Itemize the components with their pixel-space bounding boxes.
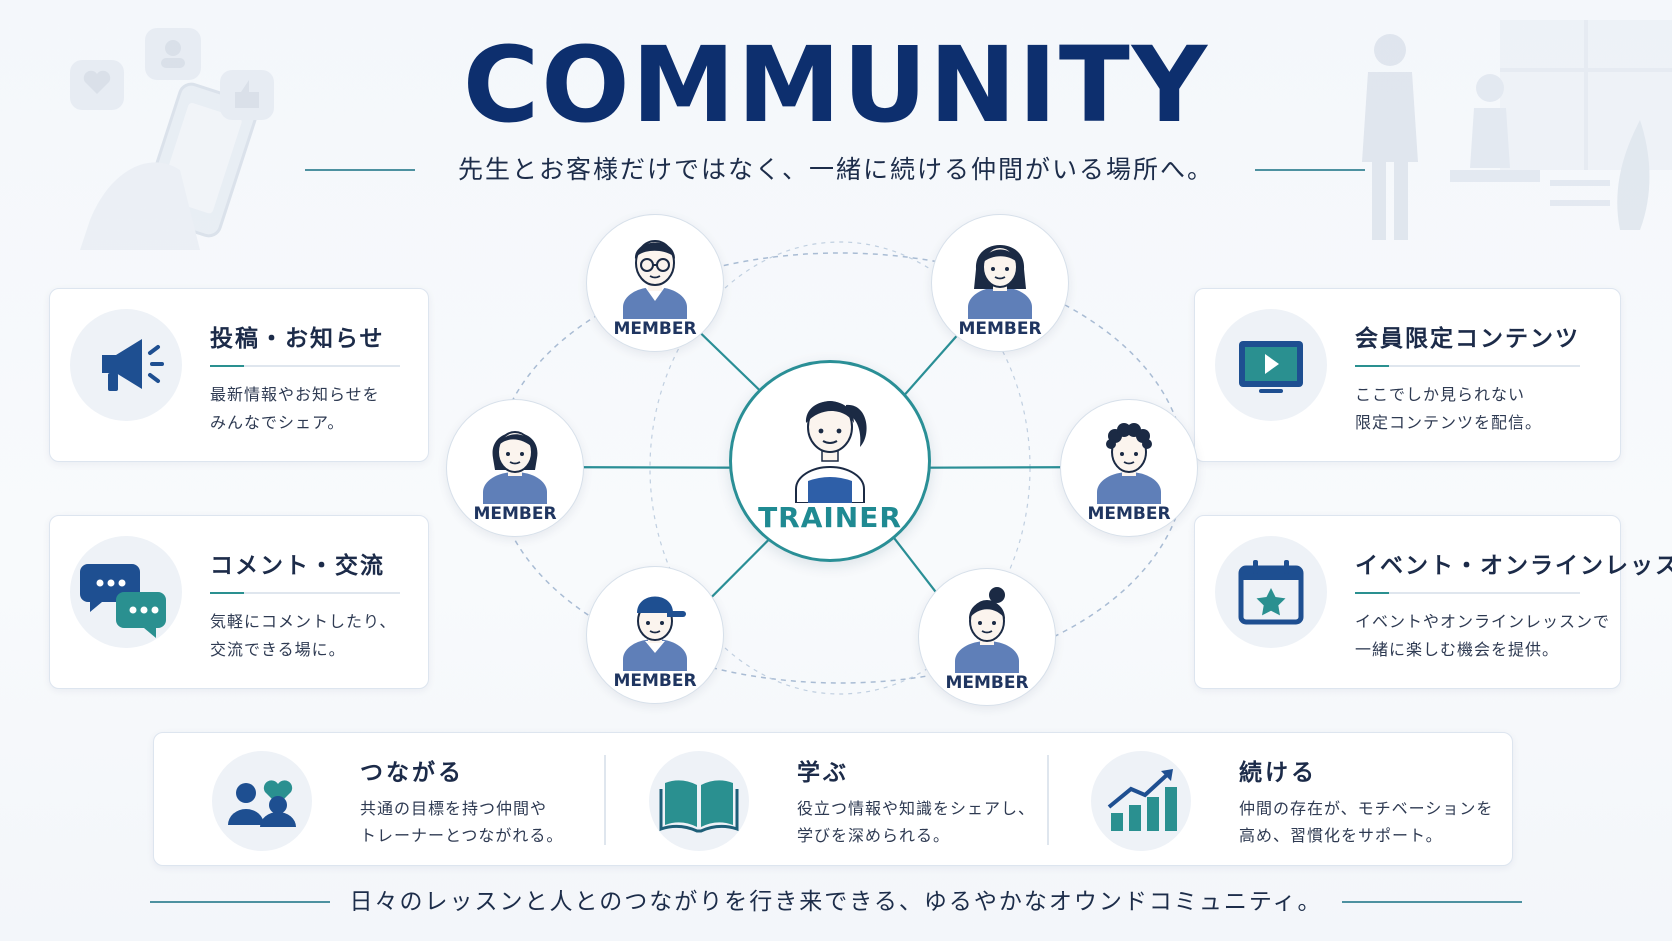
member-label: MEMBER: [613, 671, 697, 691]
feature-card-events: イベント・オンラインレッスン イベントやオンラインレッスンで一緒に楽しむ機会を提…: [1194, 515, 1672, 689]
megaphone-icon: [70, 309, 182, 421]
open-book-icon: [649, 751, 749, 851]
member-label: MEMBER: [473, 504, 557, 524]
member-node: MEMBER: [446, 399, 584, 537]
footer-rule-left: [150, 901, 330, 903]
benefit-continue: 続ける 仲間の存在が、モチベーションを高め、習慣化をサポート。: [1033, 733, 1492, 865]
benefit-title: つながる: [360, 760, 464, 786]
card-title: 投稿・お知らせ: [210, 326, 385, 352]
woman-bun-icon: [955, 587, 1019, 673]
benefit-description: 共通の目標を持つ仲間やトレーナーとつながれる。: [360, 799, 564, 845]
card-description: 最新情報やお知らせをみんなでシェア。: [210, 385, 380, 432]
member-node: MEMBER: [586, 566, 724, 704]
trainer-label: TRAINER: [758, 501, 902, 534]
chat-bubbles-icon: [70, 536, 182, 648]
benefit-learn: 学ぶ 役立つ情報や知識をシェアし、学びを深められる。: [591, 733, 1034, 865]
benefit-connect: つながる 共通の目標を持つ仲間やトレーナーとつながれる。: [154, 733, 594, 865]
footer-tagline: 日々のレッスンと人とのつながりを行き来できる、ゆるやかなオウンドコミュニティ。: [349, 889, 1323, 915]
video-play-icon: [1215, 309, 1327, 421]
member-label: MEMBER: [613, 319, 697, 339]
page-title: COMMUNITY: [462, 24, 1210, 146]
member-label: MEMBER: [1087, 504, 1171, 524]
member-node: MEMBER: [918, 568, 1056, 706]
man-cap-icon: [623, 596, 687, 671]
card-title-rule: [1355, 365, 1580, 367]
man-curly-hair-icon: [1097, 423, 1161, 504]
card-title-rule: [210, 365, 400, 367]
card-description: ここでしか見られない限定コンテンツを配信。: [1355, 385, 1543, 432]
benefits-panel: つながる 共通の目標を持つ仲間やトレーナーとつながれる。 学ぶ 役立つ情報や知識…: [153, 732, 1513, 866]
card-title-rule: [210, 592, 400, 594]
card-title-rule: [1355, 592, 1580, 594]
trainer-avatar-icon: [795, 401, 867, 503]
benefit-divider: [604, 755, 606, 845]
benefit-divider: [1047, 755, 1049, 845]
footer-rule-right: [1342, 901, 1522, 903]
benefit-description: 役立つ情報や知識をシェアし、学びを深められる。: [797, 799, 1036, 845]
feature-card-comments: コメント・交流 気軽にコメントしたり、交流できる場に。: [49, 515, 429, 689]
member-label: MEMBER: [945, 673, 1029, 693]
member-label: MEMBER: [958, 319, 1042, 339]
growth-chart-icon: [1091, 751, 1191, 851]
card-description: 気軽にコメントしたり、交流できる場に。: [210, 612, 397, 659]
benefit-description: 仲間の存在が、モチベーションを高め、習慣化をサポート。: [1239, 799, 1494, 845]
gym-scene-illustration: [1362, 20, 1672, 240]
feature-card-members-only: 会員限定コンテンツ ここでしか見られない限定コンテンツを配信。: [1194, 288, 1621, 462]
benefit-title: 学ぶ: [797, 760, 849, 786]
card-title: 会員限定コンテンツ: [1355, 326, 1580, 352]
woman-bob-icon: [968, 245, 1032, 319]
subtitle-rule-left: [305, 169, 415, 171]
member-node: MEMBER: [931, 214, 1069, 352]
card-description: イベントやオンラインレッスンで一緒に楽しむ機会を提供。: [1355, 612, 1611, 659]
woman-short-hair-icon: [483, 431, 547, 504]
subtitle-row: 先生とお客様だけではなく、一緒に続ける仲間がいる場所へ。: [0, 150, 1672, 190]
benefit-title: 続ける: [1239, 760, 1317, 786]
people-heart-icon: [212, 751, 312, 851]
subtitle: 先生とお客様だけではなく、一緒に続ける仲間がいる場所へ。: [457, 155, 1214, 184]
man-glasses-icon: [623, 240, 687, 319]
member-node: MEMBER: [1060, 399, 1198, 537]
feature-card-posts: 投稿・お知らせ 最新情報やお知らせをみんなでシェア。: [49, 288, 429, 462]
community-network-diagram: MEMBER MEMBER MEMBER: [440, 200, 1240, 710]
phone-social-illustration: [70, 28, 274, 250]
card-title: イベント・オンラインレッスン: [1355, 553, 1672, 579]
trainer-node: TRAINER: [729, 360, 931, 562]
footer-row: 日々のレッスンと人とのつながりを行き来できる、ゆるやかなオウンドコミュニティ。: [0, 884, 1672, 920]
subtitle-rule-right: [1255, 169, 1365, 171]
calendar-star-icon: [1215, 536, 1327, 648]
member-node: MEMBER: [586, 214, 724, 352]
card-title: コメント・交流: [210, 553, 385, 579]
